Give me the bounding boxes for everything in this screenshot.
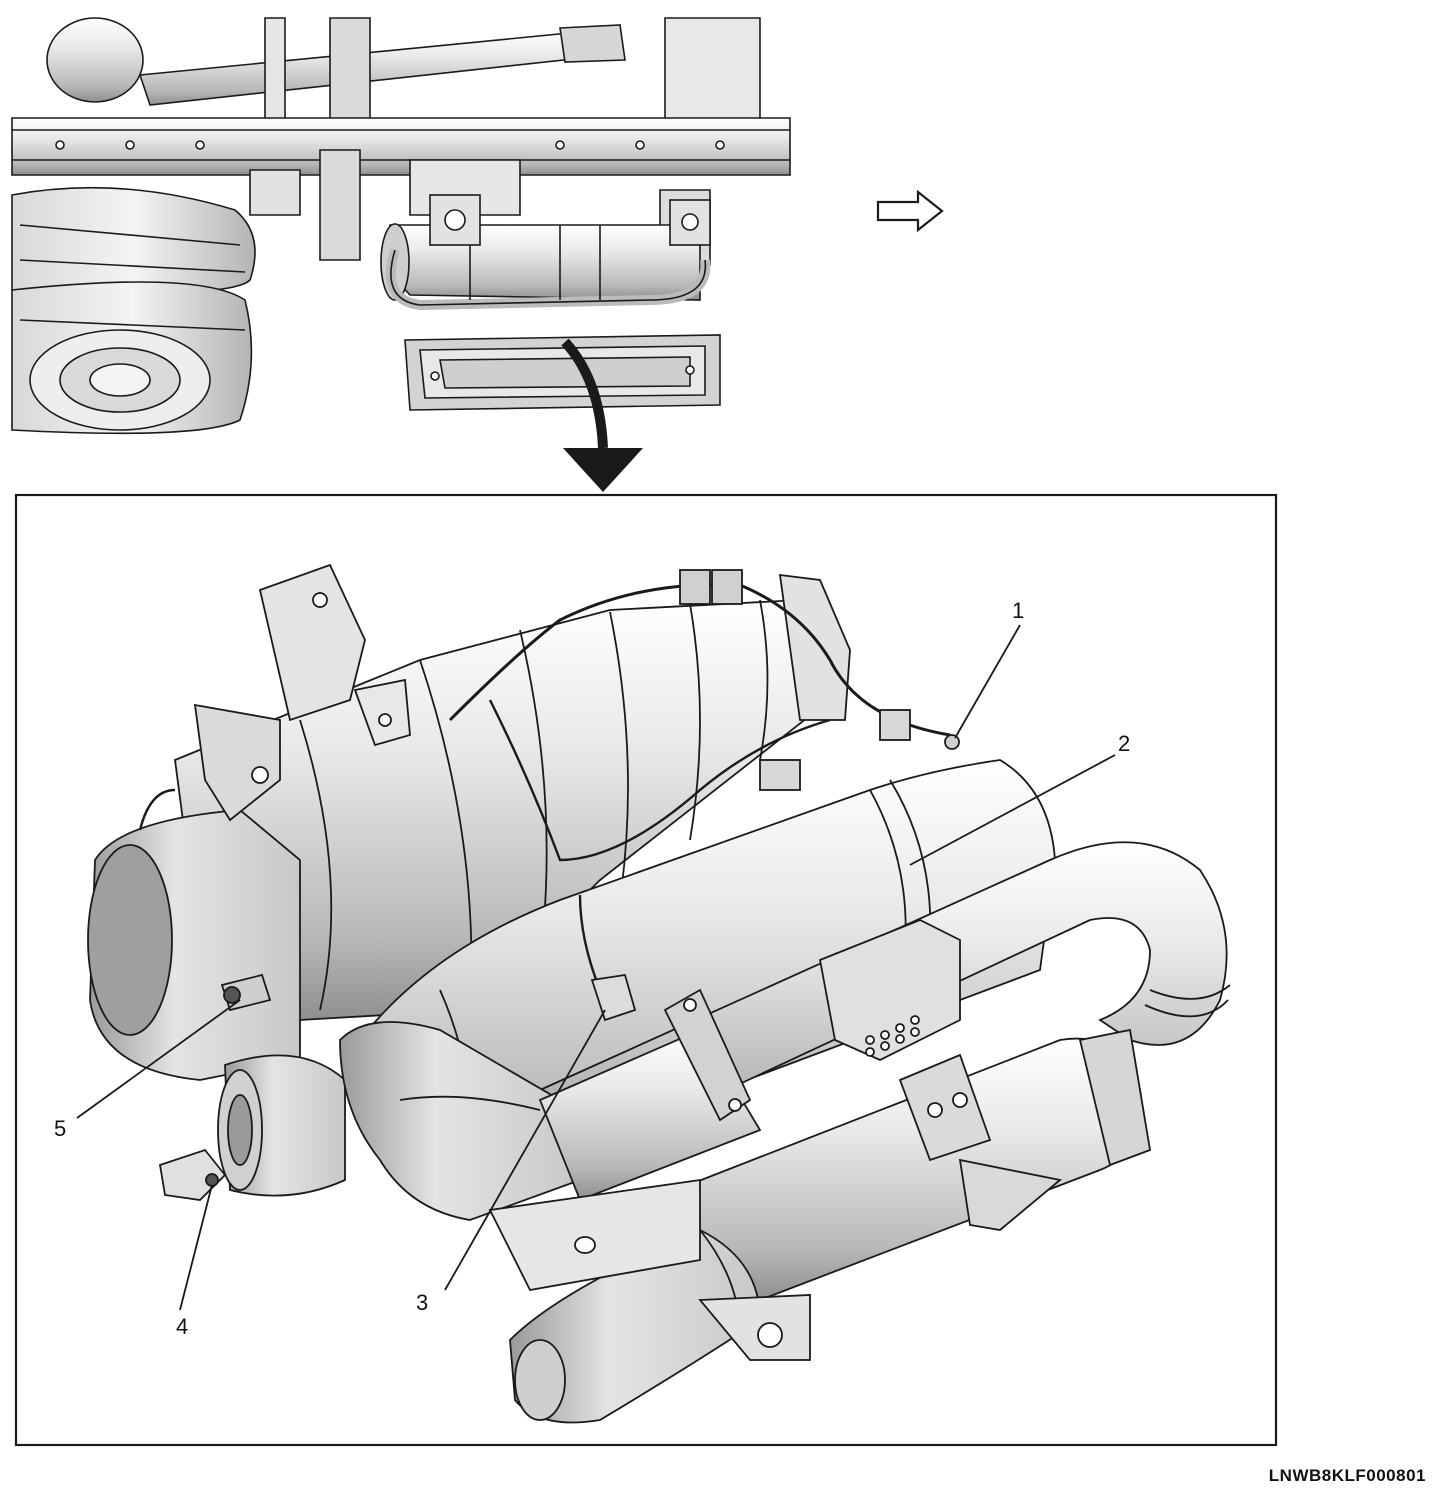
pressure-sensor-3 [590,973,637,1022]
figure-id: LNWB8KLF000801 [1268,1466,1426,1485]
inlet-end-face [87,844,173,1036]
center-bracket [818,919,961,1061]
rear-tire-upper [11,186,256,295]
leader-1 [954,624,1021,739]
leader-5 [76,999,241,1119]
dpf-assembly-detail [87,563,1231,1424]
leader-4 [179,1184,213,1311]
inlet-bend [339,1021,582,1221]
callout-2: 2 [1118,731,1131,756]
leader-3 [444,1009,606,1291]
zoom-arrow-icon [561,338,643,492]
pipe-clamp [663,988,752,1122]
axle-housing [46,17,144,103]
temp-sensor-1 [944,734,960,750]
bracket-top-left [258,563,366,722]
leader-lines [76,624,1116,1311]
vehicle-overview [11,17,791,435]
callout-4: 4 [176,1314,189,1339]
callout-3: 3 [416,1290,429,1315]
temp-sensor-4 [158,1148,227,1201]
driveshaft [138,29,612,106]
callout-5: 5 [54,1116,67,1141]
direction-arrow-icon [876,189,944,233]
bracket-left [193,703,281,822]
leader-2 [909,754,1116,866]
lower-clamp [898,1053,992,1162]
bottom-bracket [488,1178,701,1292]
callout-1: 1 [1012,598,1025,623]
